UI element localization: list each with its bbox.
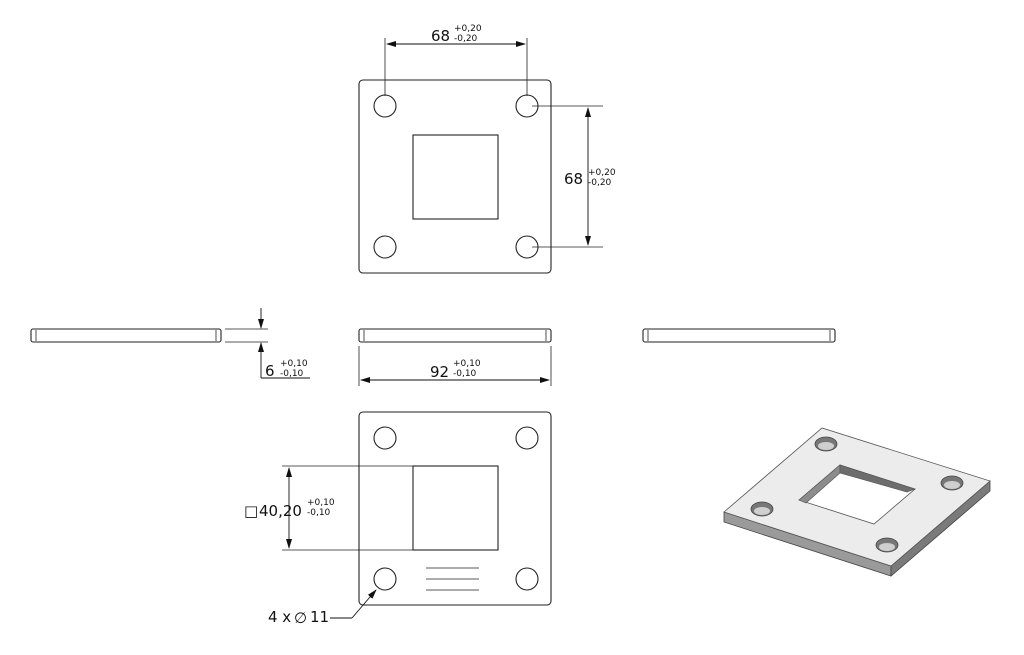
dim-tol-plus: +0,20 xyxy=(588,168,616,178)
top-view-hole-tl xyxy=(373,94,397,118)
dim-value: 92 xyxy=(430,363,449,381)
dim-value: 68 xyxy=(431,27,450,45)
dim-tol-plus: +0,10 xyxy=(280,359,308,369)
top-view-square-opening xyxy=(412,134,499,220)
dimension-hole-spacing-horizontal: 68 +0,20 -0,20 xyxy=(384,24,528,96)
dimension-hole-spacing-vertical: 68 +0,20 -0,20 xyxy=(532,105,616,248)
top-view xyxy=(358,79,552,274)
side-view-right xyxy=(642,328,836,343)
dim-tol-minus: -0,10 xyxy=(307,508,331,518)
diameter-symbol-icon: ∅ xyxy=(294,609,307,627)
dim-tol-plus: +0,10 xyxy=(453,359,481,369)
dim-tol-plus: +0,10 xyxy=(307,498,335,508)
dim-tol-plus: +0,20 xyxy=(454,24,482,34)
top-view-hole-bl xyxy=(373,235,397,259)
side-view-front xyxy=(358,328,552,343)
iso-top-face xyxy=(723,427,991,567)
dim-square-symbol: □ xyxy=(244,502,258,520)
callout-count: 4 x xyxy=(268,608,291,626)
bottom-view-square-opening xyxy=(412,465,499,551)
bottom-view-hole-bl xyxy=(373,567,397,591)
dim-tol-minus: -0,10 xyxy=(280,369,304,379)
dimension-thickness: 6 +0,10 -0,10 xyxy=(225,308,310,380)
isometric-view xyxy=(723,427,991,577)
dim-value: 40,20 xyxy=(259,502,302,520)
side-view-left xyxy=(30,328,222,343)
dim-value: 6 xyxy=(265,362,275,380)
callout-value: 11 xyxy=(310,608,329,626)
dimension-width: 92 +0,10 -0,10 xyxy=(358,346,552,386)
dim-tol-minus: -0,20 xyxy=(588,178,612,188)
callout-holes: 4 x ∅ 11 xyxy=(268,589,377,627)
dim-tol-minus: -0,20 xyxy=(454,34,478,44)
dim-tol-minus: -0,10 xyxy=(453,369,477,379)
dim-value: 68 xyxy=(564,170,583,188)
bottom-view xyxy=(358,411,552,606)
dimension-square-opening: □ 40,20 +0,10 -0,10 xyxy=(244,465,413,551)
